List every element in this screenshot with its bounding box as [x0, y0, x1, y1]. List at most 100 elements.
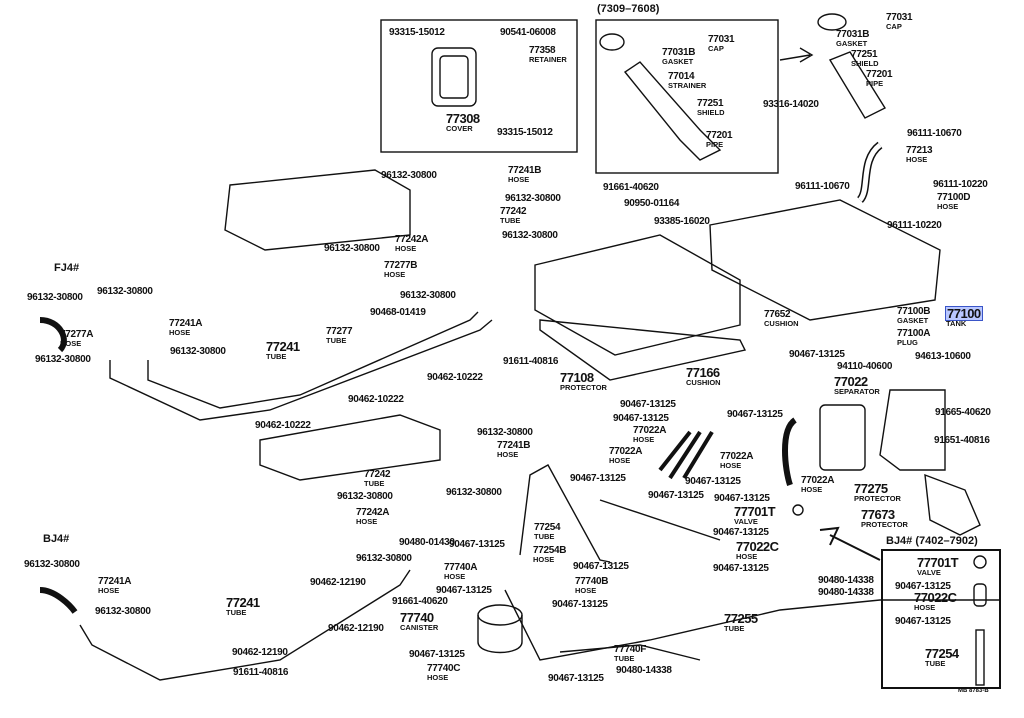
part-callout[interactable]: 91651-40816	[934, 436, 990, 446]
part-callout[interactable]: 90467-13125	[573, 562, 629, 572]
part-callout[interactable]: 90467-13125	[895, 582, 951, 592]
part-callout[interactable]: 90467-13125	[620, 400, 676, 410]
part-callout[interactable]: 90462-12190	[232, 648, 288, 658]
part-callout[interactable]: 96132-30800	[97, 287, 153, 297]
part-callout[interactable]: 96132-30800	[170, 347, 226, 357]
part-callout[interactable]: 90462-12190	[310, 578, 366, 588]
part-callout[interactable]: 90950-01164	[624, 199, 679, 209]
part-callout[interactable]: 96132-30800	[35, 355, 91, 365]
part-callout[interactable]: 96132-30800	[381, 171, 437, 181]
part-callout[interactable]: 91661-40620	[603, 183, 659, 193]
part-callout[interactable]: 91611-40816	[233, 668, 288, 678]
part-callout[interactable]: 96111-10670	[907, 129, 962, 139]
part-callout[interactable]: 90462-10222	[348, 395, 404, 405]
part-callout[interactable]: 90467-13125	[570, 474, 626, 484]
part-callout[interactable]: 90480-01430	[399, 538, 455, 548]
part-callout[interactable]: 96132-30800	[446, 488, 502, 498]
part-callout[interactable]: 93315-15012	[389, 28, 445, 38]
part-callout[interactable]: 96111-10670	[795, 182, 850, 192]
part-callout[interactable]: 96111-10220	[933, 180, 988, 190]
part-callout[interactable]: 90467-13125	[613, 414, 669, 424]
part-callout[interactable]: 96132-30800	[95, 607, 151, 617]
part-callout[interactable]: 94110-40600	[837, 362, 892, 372]
part-callout[interactable]: 94613-10600	[915, 352, 971, 362]
part-callout[interactable]: 90480-14338	[818, 588, 874, 598]
part-callout[interactable]: 90467-13125	[727, 410, 783, 420]
part-callout[interactable]: 91661-40620	[392, 597, 448, 607]
part-callout[interactable]: 90462-10222	[255, 421, 311, 431]
part-callout[interactable]: 91611-40816	[503, 357, 558, 367]
part-callout[interactable]: 96132-30800	[337, 492, 393, 502]
part-callout[interactable]: 90467-13125	[436, 586, 492, 596]
part-callout[interactable]: 90480-14338	[818, 576, 874, 586]
part-callout[interactable]: 90467-13125	[713, 564, 769, 574]
part-callout[interactable]: 96132-30800	[505, 194, 561, 204]
part-callout[interactable]: 96132-30800	[324, 244, 380, 254]
part-callout[interactable]: 90467-13125	[714, 494, 770, 504]
part-callout[interactable]: 93316-14020	[763, 100, 819, 110]
part-callout[interactable]: 96132-30800	[27, 293, 83, 303]
part-callout[interactable]: 96132-30800	[356, 554, 412, 564]
part-callout[interactable]: 90467-13125	[713, 528, 769, 538]
part-callout[interactable]: 90467-13125	[685, 477, 741, 487]
part-callout[interactable]: 96132-30800	[24, 560, 80, 570]
part-callout[interactable]: 93385-16020	[654, 217, 710, 227]
part-callout[interactable]: 90468-01419	[370, 308, 426, 318]
part-callout[interactable]: 90541-06008	[500, 28, 556, 38]
part-callout[interactable]: 90467-13125	[895, 617, 951, 627]
part-callout[interactable]: 90467-13125	[449, 540, 505, 550]
part-callout[interactable]: 90467-13125	[548, 674, 604, 684]
part-callout[interactable]: 90467-13125	[409, 650, 465, 660]
part-callout[interactable]: 96132-30800	[477, 428, 533, 438]
part-callout[interactable]: 91665-40620	[935, 408, 991, 418]
part-callout[interactable]: 93315-15012	[497, 128, 553, 138]
part-callout[interactable]: 90467-13125	[789, 350, 845, 360]
part-callout[interactable]: 90480-14338	[616, 666, 672, 676]
part-callout[interactable]: 90462-10222	[427, 373, 483, 383]
